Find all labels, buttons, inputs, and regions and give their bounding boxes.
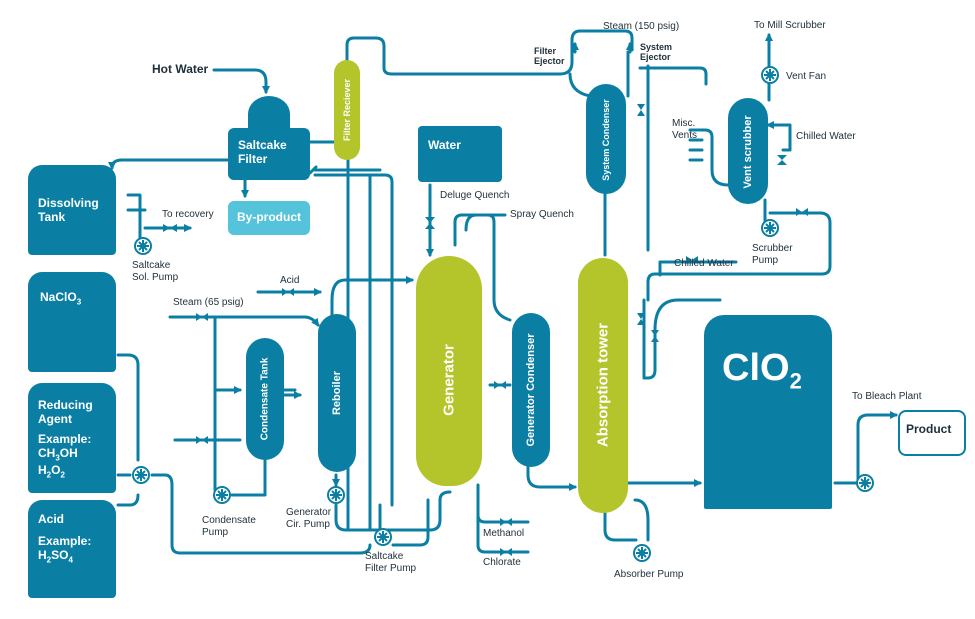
generator (416, 256, 482, 486)
absorption-tower (578, 258, 628, 513)
steam-150-label: Steam (150 psig) (603, 21, 680, 32)
pipe-hot-water (212, 68, 270, 94)
naclo3-tank (28, 272, 116, 372)
filter-receiver (334, 60, 360, 160)
filter-ejector-label: Filter Ejector (534, 46, 565, 67)
reboiler (318, 314, 356, 472)
acid-example: Example:H2SO4 (38, 534, 92, 565)
acid-tank-label: Acid (38, 512, 65, 526)
clo2-tank (704, 315, 832, 509)
vent-scrubber (728, 98, 768, 204)
condensate-pump-label: Condensate Pump (202, 515, 256, 538)
pipe-steam-65 (168, 315, 320, 327)
pump-icon (132, 66, 874, 562)
acid-feed-label: Acid (280, 275, 300, 286)
misc-vents-label: Misc. Vents (672, 118, 698, 141)
spray-quench-label: Spray Quench (510, 209, 574, 220)
absorber-pump-label: Absorber Pump (614, 569, 684, 580)
reducing-agent-tank (28, 383, 116, 493)
condensate-tank (246, 338, 284, 460)
system-ejector-label: System Ejector (640, 42, 673, 63)
generator-condenser (512, 313, 550, 467)
to-mill-scrubber-label: To Mill Scrubber (754, 20, 826, 31)
saltcake-filter (228, 128, 310, 180)
byproduct-box (228, 201, 310, 235)
naclo3-label: NaClO3 (40, 290, 82, 307)
clo2-label: ClO2 (722, 347, 802, 394)
saltcake-filter-pump-label: Saltcake Filter Pump (365, 551, 417, 574)
dissolving-tank-label: Dissolving Tank (38, 196, 99, 225)
pipe-steam-150 (570, 29, 634, 52)
to-recovery-label: To recovery (162, 209, 214, 220)
saltcake-filter-label: Saltcake Filter (238, 138, 287, 167)
pipe-chilled-water-1 (766, 121, 792, 152)
generator-cir-pump-label: Generator Cir. Pump (286, 507, 332, 530)
acid-tank (28, 500, 116, 598)
product-label: Product (906, 422, 952, 436)
dissolving-tank (28, 165, 116, 255)
pipe-chilled-water-2 (658, 260, 738, 277)
deluge-quench-label: Deluge Quench (440, 190, 510, 201)
chilled-water-2-label: Chilled Water (674, 258, 734, 269)
pipe-filter-receiver-top (345, 36, 574, 76)
water-tank (418, 126, 502, 182)
pipe-system-condenser-out (638, 66, 708, 86)
reducing-agent-label: Reducing Agent (38, 398, 93, 427)
byproduct-label: By-product (237, 210, 301, 224)
chlorate-label: Chlorate (483, 557, 521, 568)
saltcake-sol-pump-label: Saltcake Sol. Pump (132, 260, 179, 283)
vent-fan-label: Vent Fan (786, 71, 827, 82)
pipe-to-product (833, 411, 898, 485)
to-bleach-plant-label: To Bleach Plant (852, 391, 922, 402)
product-box (898, 410, 966, 456)
chilled-water-1-label: Chilled Water (796, 131, 856, 142)
scrubber-pump-label: Scrubber Pump (752, 243, 793, 266)
system-condenser (586, 84, 626, 194)
steam-65-label: Steam (65 psig) (173, 297, 244, 308)
water-label: Water (428, 138, 461, 152)
hot-water-label: Hot Water (152, 62, 209, 76)
methanol-label: Methanol (483, 528, 525, 539)
